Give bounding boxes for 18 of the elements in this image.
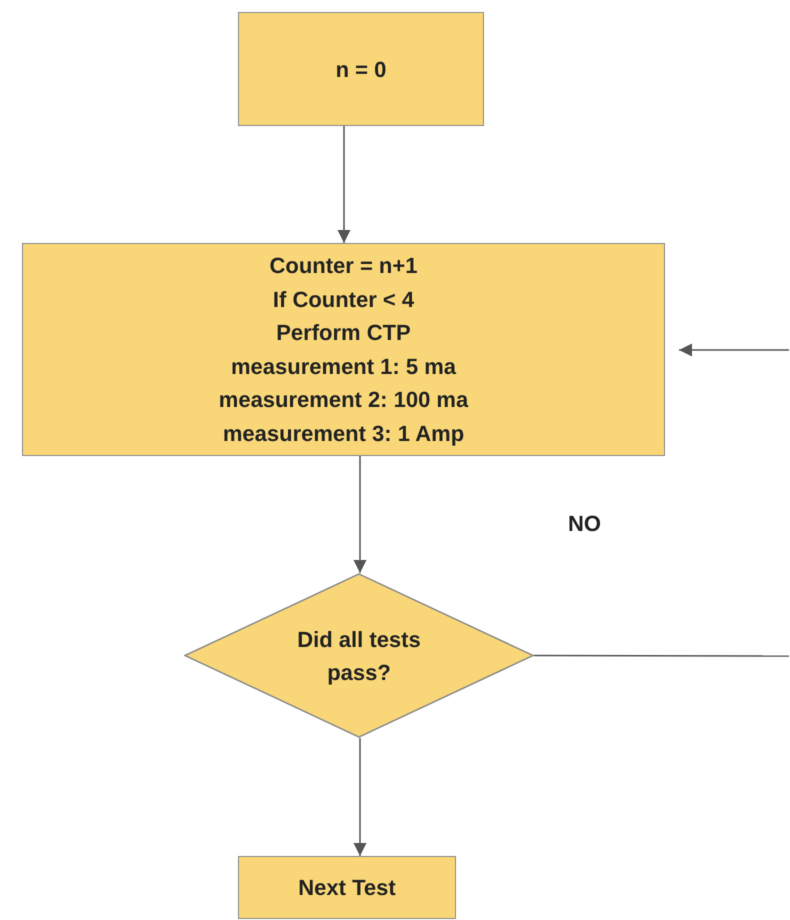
arrow [679, 344, 789, 356]
node-text: Perform CTP [276, 319, 411, 347]
branch-label: NO [568, 511, 601, 537]
process-box [22, 243, 665, 456]
node-text: measurement 2: 100 ma [218, 386, 468, 414]
arrow [354, 456, 366, 573]
node-text: Did all tests pass? [296, 626, 422, 687]
arrow [354, 738, 366, 856]
node-text: measurement 1: 5 ma [231, 352, 456, 380]
node-text: measurement 3: 1 Amp [222, 420, 464, 448]
node-text: Counter = n+1 [270, 252, 418, 280]
arrow [338, 126, 350, 243]
process-box [238, 12, 484, 126]
node-text: Next Test [298, 874, 396, 902]
process-box [238, 856, 456, 919]
connector-line [534, 654, 789, 657]
node-text: n = 0 [336, 56, 386, 84]
node-text: If Counter < 4 [272, 286, 414, 314]
